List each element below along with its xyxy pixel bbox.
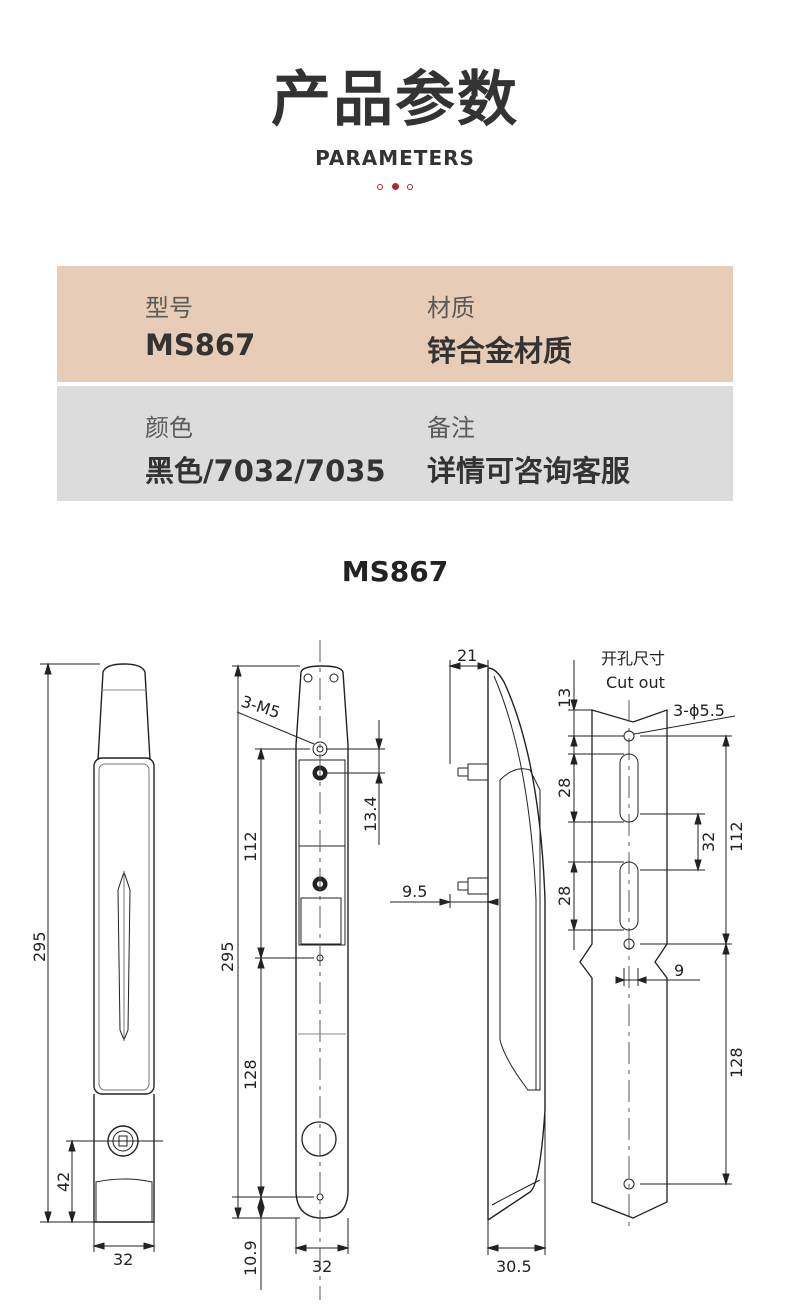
dim-cut-9: 9 [674,961,684,980]
param-value: 黑色/7032/7035 [145,454,386,488]
dim-cut-128: 128 [727,1047,746,1078]
dim-cut-28-bottom: 28 [555,886,574,906]
param-row-1: 型号 MS867 材质 锌合金材质 [57,266,733,382]
dim-cut-13: 13 [555,688,574,708]
back-view [232,640,385,1300]
dot-icon [377,184,383,190]
page-title: 产品参数 [271,65,519,135]
dim-profile-21: 21 [457,646,477,665]
param-value: 锌合金材质 [427,334,573,368]
cutout-view [568,660,736,1230]
dim-side-112: 112 [241,831,260,862]
param-label: 材质 [427,294,475,322]
cutout-title-en: Cut out [606,673,665,692]
param-label: 型号 [145,294,193,322]
decorative-dots [375,183,415,193]
dim-side-width: 32 [312,1257,332,1276]
param-material: 材质 锌合金材质 [427,266,727,382]
param-value: MS867 [145,328,256,362]
dim-profile-30-5: 30.5 [496,1257,532,1276]
dot-icon [407,184,413,190]
dim-side-13-4: 13.4 [361,796,380,832]
dim-front-width: 32 [113,1250,133,1269]
page-subtitle: PARAMETERS [315,146,475,170]
dim-side-295: 295 [218,941,237,972]
profile-view [390,660,547,1255]
dot-filled-icon [392,183,399,190]
dim-cut-28-top: 28 [555,778,574,798]
param-value: 详情可咨询客服 [427,454,631,488]
front-view [40,662,163,1252]
cutout-title-cn: 开孔尺寸 [601,649,665,668]
dim-front-height: 295 [30,931,49,962]
dim-cut-112: 112 [727,821,746,852]
dim-cut-32: 32 [699,832,718,852]
param-remark: 备注 详情可咨询客服 [427,386,727,501]
dim-profile-9-5: 9.5 [402,882,427,901]
param-label: 备注 [427,414,475,442]
param-color: 颜色 黑色/7032/7035 [145,386,425,501]
dim-side-screw: 3-M5 [239,692,283,722]
dim-side-10-9: 10.9 [241,1240,260,1276]
param-row-2: 颜色 黑色/7032/7035 备注 详情可咨询客服 [57,386,733,501]
drawing-title: MS867 [341,555,449,588]
dim-front-key: 42 [54,1172,73,1192]
dim-side-128: 128 [241,1059,260,1090]
dim-cut-holes: 3-ϕ5.5 [673,701,725,720]
param-model: 型号 MS867 [145,266,425,382]
param-label: 颜色 [145,414,193,442]
